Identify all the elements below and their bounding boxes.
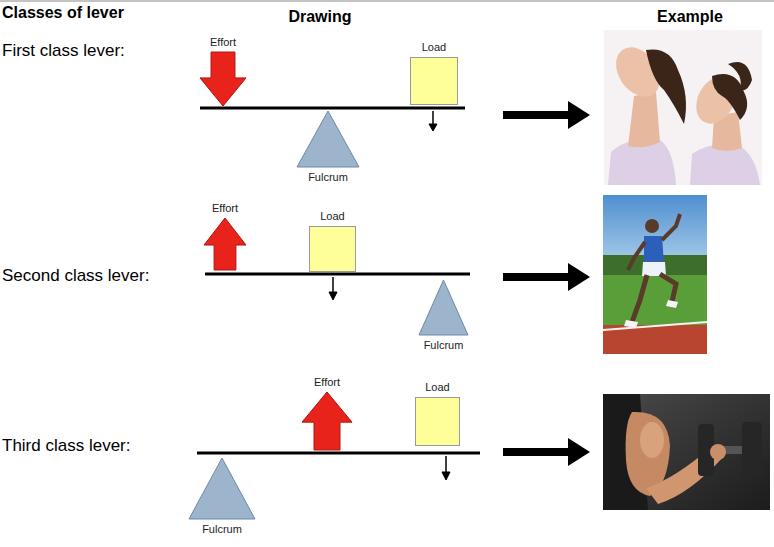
effort-arrow-shape: [302, 392, 352, 450]
node-label: Load: [422, 41, 446, 54]
lever-beam: [205, 273, 470, 276]
fulcrum-fill: [189, 458, 255, 519]
pointer-shaft: [503, 111, 571, 119]
column-heading: Classes of lever: [2, 4, 124, 22]
top-rule: [0, 1, 774, 2]
lever-beam: [200, 107, 465, 110]
fist: [710, 444, 726, 460]
fulcrum-shape: [188, 457, 256, 520]
pointer-head: [568, 263, 590, 291]
arm: [628, 242, 645, 270]
effort-arrow-shape: [204, 218, 246, 270]
fulcrum-shape: [418, 279, 469, 336]
load-square: [415, 397, 460, 446]
node-label: Effort: [210, 36, 236, 49]
arrow-head: [442, 472, 450, 480]
pointer-arrows: [503, 101, 590, 466]
load-box: Load: [410, 41, 458, 105]
pointer-shaft: [503, 448, 571, 456]
lever-beams: [197, 108, 480, 453]
head: [645, 219, 659, 233]
effort-arrow-shape: [200, 52, 246, 106]
pointer-head: [568, 101, 590, 129]
arrow-head: [329, 292, 337, 300]
gym-ground: [603, 394, 770, 510]
row-label: Second class lever:: [2, 266, 149, 286]
arm: [662, 214, 680, 240]
column-heading: Example: [657, 8, 723, 26]
load-box: Load: [309, 210, 356, 272]
raised-leg: [660, 274, 676, 302]
effort-arrow-fill: [200, 52, 246, 106]
pointer-shaft: [503, 273, 571, 281]
biceps-photo: [603, 394, 770, 510]
shoe: [624, 320, 638, 328]
fulcrum-triangle: Fulcrum: [188, 457, 256, 536]
fulcrum-fill: [297, 111, 359, 167]
effort-arrow: Effort: [204, 202, 246, 270]
track-line: [603, 322, 707, 330]
effort-arrow-fill: [302, 392, 352, 450]
shoe: [666, 300, 678, 308]
fulcrum-shape: [296, 110, 360, 168]
ponytail: [728, 62, 752, 90]
effort-arrow: Effort: [200, 36, 246, 106]
neck: [628, 92, 660, 147]
node-label: Fulcrum: [424, 339, 464, 352]
ponytail: [646, 49, 686, 124]
force-arrow: [445, 456, 447, 474]
athlete-photo: [603, 195, 707, 354]
photo-ground: [604, 30, 762, 185]
row-label: Third class lever:: [2, 436, 130, 456]
dumbbell-plate: [742, 422, 762, 478]
node-label: Effort: [314, 376, 340, 389]
fulcrum-triangle: Fulcrum: [296, 110, 360, 184]
vest: [644, 236, 664, 264]
node-label: Load: [320, 210, 344, 223]
lever-beam: [197, 452, 480, 455]
effort-arrow-fill: [204, 218, 246, 270]
row-label: First class lever:: [2, 41, 125, 61]
force-arrow: [332, 277, 334, 294]
node-label: Load: [425, 381, 449, 394]
node-label: Fulcrum: [202, 523, 242, 536]
effort-arrow: Effort: [302, 376, 352, 450]
load-box: Load: [415, 381, 460, 446]
pointer-head: [568, 438, 590, 466]
fulcrum-triangle: Fulcrum: [418, 279, 469, 352]
node-label: Fulcrum: [308, 171, 348, 184]
column-heading: Drawing: [288, 8, 351, 26]
load-square: [309, 226, 356, 272]
neck-photo: [604, 30, 762, 185]
grass: [603, 275, 707, 327]
standing-leg: [632, 275, 647, 322]
node-label: Effort: [212, 202, 238, 215]
fulcrum-fill: [419, 280, 468, 335]
load-square: [410, 57, 458, 105]
arrow-head: [429, 124, 437, 131]
sky: [603, 195, 707, 265]
biceps-highlight: [640, 422, 664, 458]
